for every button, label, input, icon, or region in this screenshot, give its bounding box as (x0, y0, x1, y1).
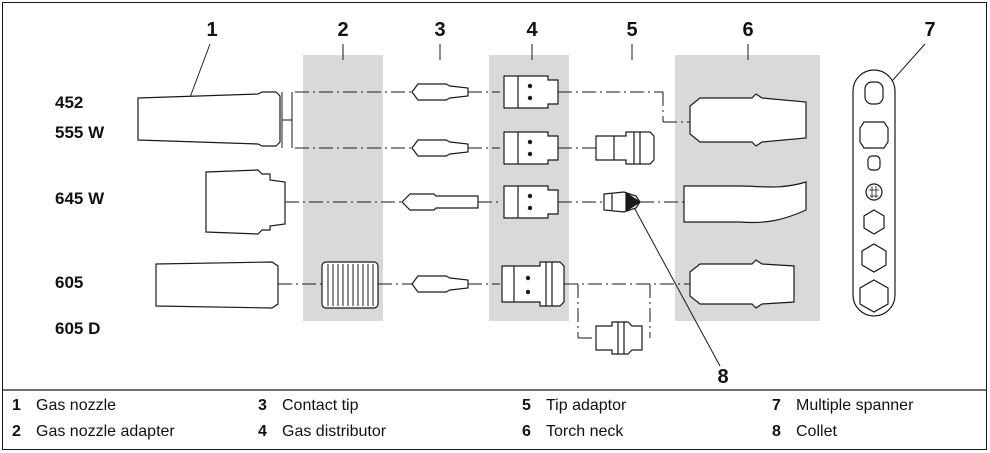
tip-adaptor-555w (595, 131, 655, 165)
multiple-spanner (852, 69, 896, 317)
callout-1: 1 (206, 19, 217, 41)
contact-tip-645w (401, 193, 479, 211)
gas-distributor-555w (503, 131, 559, 165)
gas-distributor-605 (501, 261, 565, 307)
gas-nozzle-adapter (321, 261, 379, 309)
callout-8: 8 (717, 366, 728, 388)
model-label-645w: 645 W (55, 189, 105, 208)
torch-neck-1 (689, 93, 807, 147)
callout-6: 6 (742, 19, 753, 41)
gas-nozzle-452 (137, 91, 281, 147)
connector-lines (278, 91, 690, 339)
nozzle-bracket (281, 92, 293, 148)
contact-tip-452 (411, 83, 469, 101)
gas-nozzle-645w (205, 169, 286, 235)
callout-4: 4 (526, 19, 538, 41)
callout-5: 5 (626, 19, 637, 41)
collet (603, 191, 642, 213)
contact-tip-605 (411, 275, 469, 293)
contact-tip-555w (411, 139, 469, 157)
gas-nozzle-605 (155, 261, 279, 309)
torch-neck-2 (683, 181, 807, 224)
torch-neck-3 (689, 259, 795, 309)
gas-distributor-452 (503, 75, 559, 109)
model-label-555w: 555 W (55, 123, 105, 142)
callout-2: 2 (337, 19, 348, 41)
callout-7: 7 (924, 19, 935, 41)
gas-distributor-645w (503, 185, 559, 219)
model-label-605: 605 (55, 273, 83, 292)
callout-3: 3 (434, 19, 445, 41)
tip-adaptor-605d (595, 321, 643, 355)
model-label-452: 452 (55, 93, 83, 112)
model-label-605d: 605 D (55, 319, 100, 338)
